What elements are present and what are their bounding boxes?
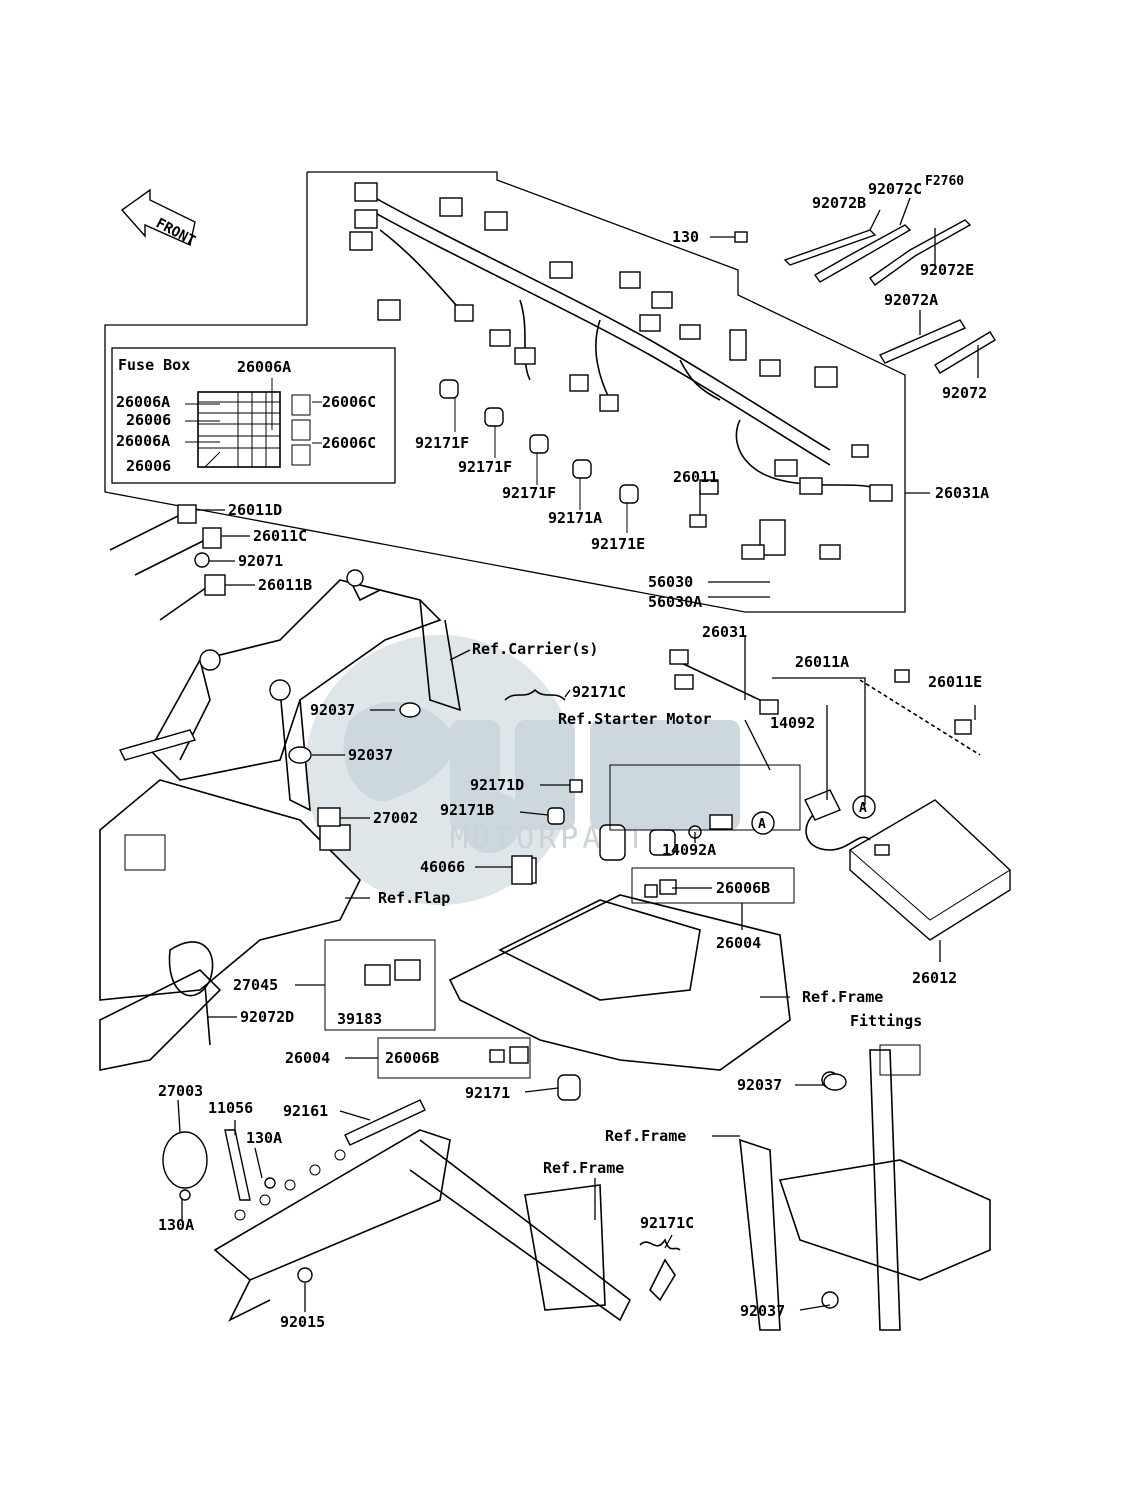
watermark: MOTORPARTS xyxy=(305,635,740,905)
label-26011B: 26011B xyxy=(258,576,312,594)
leader-lines xyxy=(177,197,979,1312)
label-92072D: 92072D xyxy=(240,1008,294,1026)
label-92171F-2: 92171F xyxy=(458,458,512,476)
cable-ties xyxy=(710,219,996,374)
fuse-box-title: Fuse Box xyxy=(118,356,190,374)
label-92171D: 92171D xyxy=(470,776,524,794)
label-92037-2: 92037 xyxy=(348,746,393,764)
label-92171C-2: 92171C xyxy=(640,1214,694,1232)
flap-body xyxy=(99,779,361,1071)
label-26031A: 26031A xyxy=(935,484,989,502)
label-92015: 92015 xyxy=(280,1313,325,1331)
callout-a-2-label: A xyxy=(758,817,766,832)
label-26011D: 26011D xyxy=(228,501,282,519)
label-92171A: 92171A xyxy=(548,509,602,527)
label-56030: 56030 xyxy=(648,573,693,591)
fuse-holder-box-26004-b xyxy=(631,867,795,904)
label-56030A: 56030A xyxy=(648,593,702,611)
label-27003: 27003 xyxy=(158,1082,203,1100)
label-130A-2: 130A xyxy=(158,1216,194,1234)
fuse-label-26006-2: 26006 xyxy=(126,457,171,475)
callout-a-1 xyxy=(852,795,876,819)
label-92171F-3: 92171F xyxy=(502,484,556,502)
watermark-sub: MOTORPARTS xyxy=(450,821,671,856)
label-92171B: 92171B xyxy=(440,801,494,819)
label-14092A: 14092A xyxy=(662,841,716,859)
fuse-label-26006C-2: 26006C xyxy=(322,434,376,452)
label-26004-2: 26004 xyxy=(285,1049,330,1067)
main-wiring-harness xyxy=(349,182,893,560)
label-92071: 92071 xyxy=(238,552,283,570)
fuse-label-26006A-2: 26006A xyxy=(116,432,170,450)
label-92037-3: 92037 xyxy=(737,1076,782,1094)
label-130A-1: 130A xyxy=(246,1129,282,1147)
label-26011E: 26011E xyxy=(928,673,982,691)
label-92171: 92171 xyxy=(465,1084,510,1102)
label-26011: 26011 xyxy=(673,468,718,486)
label-92171F-1: 92171F xyxy=(415,434,469,452)
label-92072B: 92072B xyxy=(812,194,866,212)
ref-frame-fittings-1: Ref.Frame xyxy=(802,988,883,1006)
label-26006B-2: 26006B xyxy=(385,1049,439,1067)
label-26004-1: 26004 xyxy=(716,934,761,952)
label-92161: 92161 xyxy=(283,1102,328,1120)
label-39183: 39183 xyxy=(337,1010,382,1028)
label-92171C-1: 92171C xyxy=(572,683,626,701)
label-46066: 46066 xyxy=(420,858,465,876)
fuse-label-26006A-1: 26006A xyxy=(116,393,170,411)
clips-92171 xyxy=(439,379,639,533)
harness-26031 xyxy=(669,649,981,756)
diagram-code: F2760 xyxy=(925,174,964,189)
label-14092: 14092 xyxy=(770,714,815,732)
sub-harness-left xyxy=(109,504,226,621)
label-26031: 26031 xyxy=(702,623,747,641)
frame-left xyxy=(162,1099,676,1322)
fuse-label-26006A-top: 26006A xyxy=(237,358,291,376)
ref-flap: Ref.Flap xyxy=(378,889,450,907)
label-92037-1: 92037 xyxy=(310,701,355,719)
fuse-label-26006-1: 26006 xyxy=(126,411,171,429)
label-26011C: 26011C xyxy=(253,527,307,545)
label-26006B-1: 26006B xyxy=(716,879,770,897)
label-11056: 11056 xyxy=(208,1099,253,1117)
part-labels: 130 92072B 92072C 92072E 92072A 92072 92… xyxy=(158,180,989,1331)
battery-26012 xyxy=(804,789,1011,941)
ref-carrier: Ref.Carrier(s) xyxy=(472,640,598,658)
label-92072E: 92072E xyxy=(920,261,974,279)
label-92072C: 92072C xyxy=(868,180,922,198)
ref-frame-a: Ref.Frame xyxy=(605,1127,686,1145)
label-27045: 27045 xyxy=(233,976,278,994)
front-arrow: FRONT xyxy=(120,188,198,249)
ref-starter-motor: Ref.Starter Motor xyxy=(558,710,712,728)
label-130: 130 xyxy=(672,228,699,246)
label-26012: 26012 xyxy=(912,969,957,987)
fuse-label-26006C-1: 26006C xyxy=(322,393,376,411)
label-26011A: 26011A xyxy=(795,653,849,671)
fuse-box-inset: Fuse Box 26006A 26006A 26006 26006A 2600… xyxy=(111,347,396,484)
callout-a-2 xyxy=(751,811,775,835)
label-92072: 92072 xyxy=(942,384,987,402)
label-92037-4: 92037 xyxy=(740,1302,785,1320)
ref-frame-fittings-2: Fittings xyxy=(850,1012,922,1030)
label-27002: 27002 xyxy=(373,809,418,827)
ref-frame-b: Ref.Frame xyxy=(543,1159,624,1177)
callout-a-1-label: A xyxy=(859,801,867,816)
label-92171E: 92171E xyxy=(591,535,645,553)
label-92072A: 92072A xyxy=(884,291,938,309)
